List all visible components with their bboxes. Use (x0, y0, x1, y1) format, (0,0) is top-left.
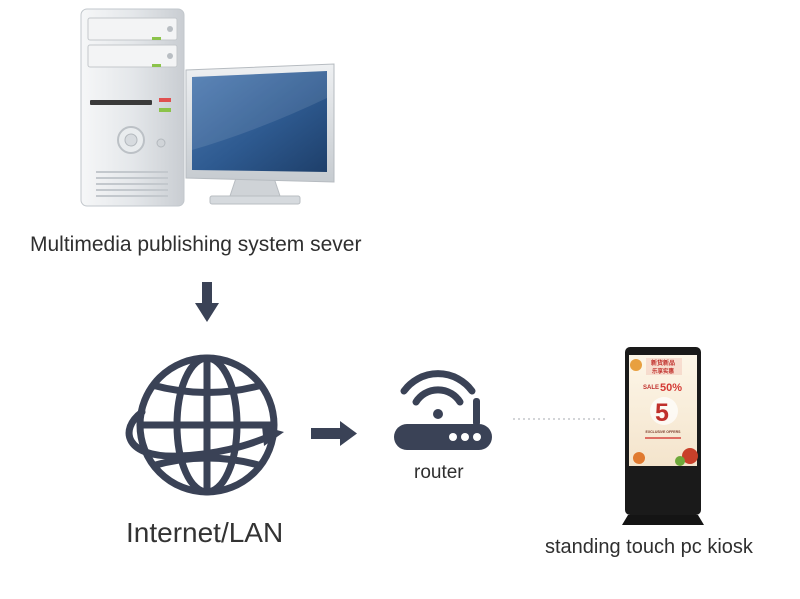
kiosk-icon: 新货新品 乐享实惠 SALE 50% 5 EXCLUSIVE OFFERS (622, 347, 704, 525)
kiosk-sale: SALE (643, 385, 659, 391)
kiosk-big-number: 5 (655, 399, 669, 427)
wifi-router-icon (394, 370, 492, 450)
kiosk-headline: 新货新品 (651, 359, 675, 367)
kiosk-subline: 乐享实惠 (652, 367, 675, 375)
kiosk-label: standing touch pc kiosk (545, 536, 753, 558)
kiosk-percent: 50% (660, 382, 682, 394)
internet-label: Internet/LAN (126, 517, 284, 548)
kiosk-promo-text: EXCLUSIVE OFFERS (645, 430, 681, 434)
orbit-swoosh-icon (125, 408, 284, 460)
globe-icon (136, 354, 278, 496)
arrow-right-icon (311, 421, 357, 446)
server-label: Multimedia publishing system sever (30, 233, 362, 256)
desktop-computer-icon (80, 8, 335, 207)
router-label: router (414, 462, 464, 483)
arrow-down-icon (195, 282, 219, 322)
